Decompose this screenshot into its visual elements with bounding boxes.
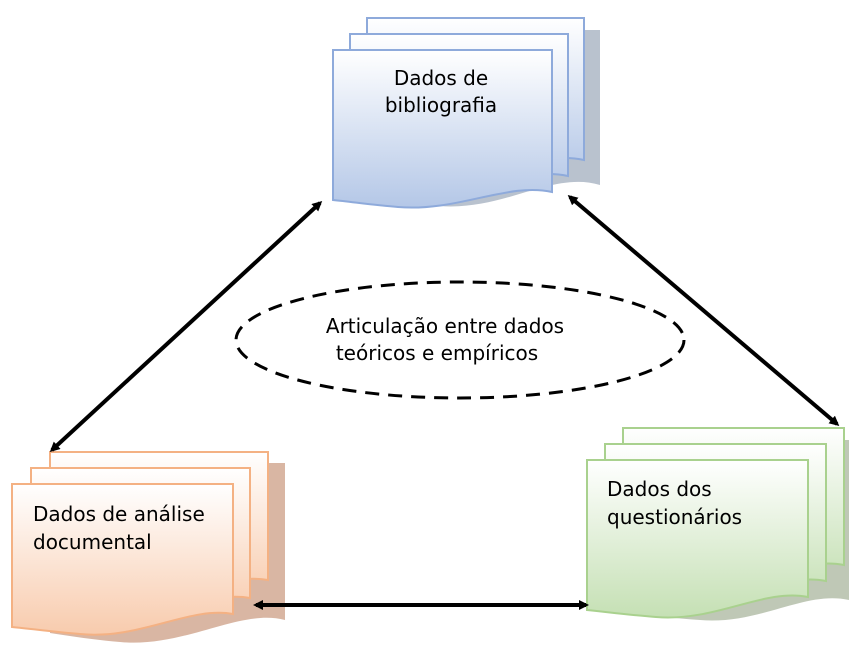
center-concept: Articulação entre dados teóricos e empír… [234,280,686,400]
node-questionarios-line-2: questionários [607,505,742,529]
node-analise-line-1: Dados de análise [33,502,205,526]
arrow-bibliografia-analise [49,200,323,453]
center-line-1: Articulação entre dados [326,314,564,338]
node-bibliografia-line-2: bibliografia [385,93,497,117]
node-bibliografia-line-1: Dados de [394,66,488,90]
node-analise-line-2: documental [33,530,152,554]
node-questionarios: Dados dos questionários [586,427,849,621]
arrow-bibliografia-questionarios [567,195,840,426]
center-line-2: teóricos e empíricos [336,341,538,365]
node-analise-documental: Dados de análise documental [11,451,285,643]
node-questionarios-line-1: Dados dos [607,477,712,501]
node-bibliografia: Dados de bibliografia [332,17,600,209]
center-ellipse [234,280,686,400]
